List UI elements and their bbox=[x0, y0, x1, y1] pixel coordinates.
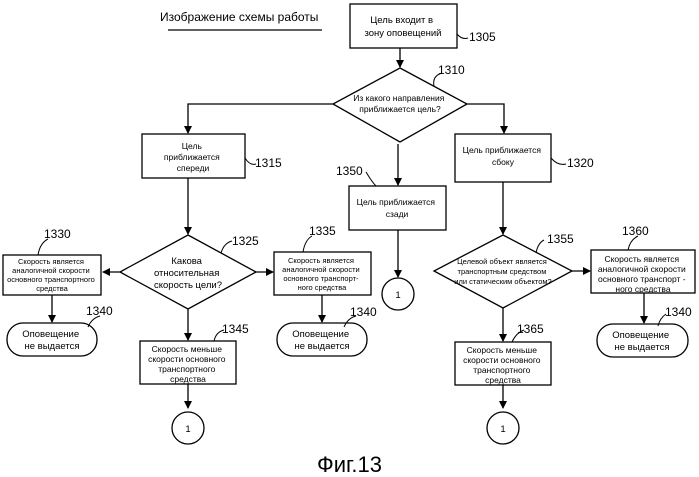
ref-1315: 1315 bbox=[255, 156, 282, 170]
ref-1340-left: 1340 bbox=[86, 304, 113, 318]
connector-label: 1 bbox=[395, 290, 400, 301]
connector-label: 1 bbox=[500, 424, 505, 435]
node-text: спереди bbox=[177, 163, 210, 173]
ref-1325: 1325 bbox=[232, 234, 259, 248]
node-text: основного транспорт- bbox=[283, 274, 359, 283]
node-text: сбоку bbox=[492, 157, 515, 167]
node-approach-behind bbox=[349, 186, 446, 230]
node-text: сзади bbox=[386, 209, 409, 219]
node-text: основного транспорт - bbox=[598, 274, 686, 284]
node-text: не выдается bbox=[25, 341, 80, 352]
node-text: Скорость меньше bbox=[152, 344, 223, 354]
node-text: Какова bbox=[171, 256, 202, 267]
svg-text:Оповещение не выдается: Оповещение не выдается bbox=[22, 329, 82, 352]
node-text: Цель приближается bbox=[463, 145, 542, 155]
node-text: аналогичной скорости bbox=[12, 266, 90, 275]
svg-text:Из какого направления приб: Из какого направления приближается цель? bbox=[353, 93, 446, 114]
node-text: Скорость является bbox=[288, 256, 354, 265]
node-text: аналогичной скорости bbox=[282, 265, 360, 274]
node-text: Из какого направления bbox=[353, 93, 444, 103]
node-text: средства bbox=[36, 284, 68, 293]
node-text: Оповещение bbox=[292, 329, 349, 340]
node-text: средства bbox=[485, 375, 521, 385]
node-text: приближается цель? bbox=[359, 104, 441, 114]
node-text: или статическим объектом? bbox=[454, 277, 551, 286]
node-text: Цель приближается bbox=[357, 197, 436, 207]
node-text: Скорость меньше bbox=[467, 345, 538, 355]
node-text: зону оповещений bbox=[365, 28, 442, 39]
ref-1335: 1335 bbox=[309, 224, 336, 238]
node-text: транспортного bbox=[158, 364, 215, 374]
node-text: аналогичной скорости bbox=[598, 264, 686, 274]
node-text: приближается bbox=[164, 152, 220, 162]
ref-1330: 1330 bbox=[44, 227, 71, 241]
node-text: средства bbox=[170, 374, 206, 384]
node-text: относительная bbox=[154, 268, 219, 279]
node-text: не выдается bbox=[615, 342, 670, 353]
node-text: Оповещение bbox=[612, 330, 669, 341]
node-text: транспортного bbox=[473, 365, 530, 375]
node-text: Оповещение bbox=[22, 329, 79, 340]
node-text: не выдается bbox=[295, 341, 350, 352]
ref-1345: 1345 bbox=[222, 322, 249, 336]
node-target-enters-zone bbox=[350, 4, 457, 48]
svg-text:Оповещение не выдается: Оповещение не выдается bbox=[292, 329, 352, 352]
node-text: Скорость является bbox=[604, 254, 679, 264]
node-text: скорости основного bbox=[148, 354, 226, 364]
node-text: скорость цели? bbox=[154, 280, 222, 291]
ref-1360: 1360 bbox=[622, 224, 649, 238]
connector-label: 1 bbox=[185, 424, 190, 435]
node-text: Цель bbox=[182, 141, 203, 151]
ref-1340-middle: 1340 bbox=[350, 305, 377, 319]
figure-label: Фиг.13 bbox=[317, 452, 382, 477]
node-text: скорости основного bbox=[463, 355, 541, 365]
ref-1305: 1305 bbox=[469, 30, 496, 44]
node-text: основного транспортного bbox=[7, 275, 95, 284]
node-text: ного средства bbox=[298, 283, 348, 292]
ref-1310: 1310 bbox=[438, 63, 465, 77]
node-text: Цель входит в bbox=[370, 15, 433, 26]
node-text: Целевой объект является bbox=[457, 257, 547, 266]
ref-1340-right: 1340 bbox=[665, 305, 692, 319]
node-text: транспортным средством bbox=[458, 267, 547, 276]
svg-text:Целевой объект является тр: Целевой объект является транспортным сре… bbox=[454, 257, 551, 286]
diagram-title: Изображение схемы работы bbox=[160, 10, 318, 24]
svg-text:Оповещение не выдается: Оповещение не выдается bbox=[612, 330, 672, 353]
ref-1320: 1320 bbox=[567, 156, 594, 170]
ref-1350: 1350 bbox=[336, 164, 363, 178]
node-text: Скорость является bbox=[18, 257, 84, 266]
ref-1355: 1355 bbox=[547, 232, 574, 246]
node-text: ного средства bbox=[615, 284, 670, 294]
ref-1365: 1365 bbox=[517, 322, 544, 336]
